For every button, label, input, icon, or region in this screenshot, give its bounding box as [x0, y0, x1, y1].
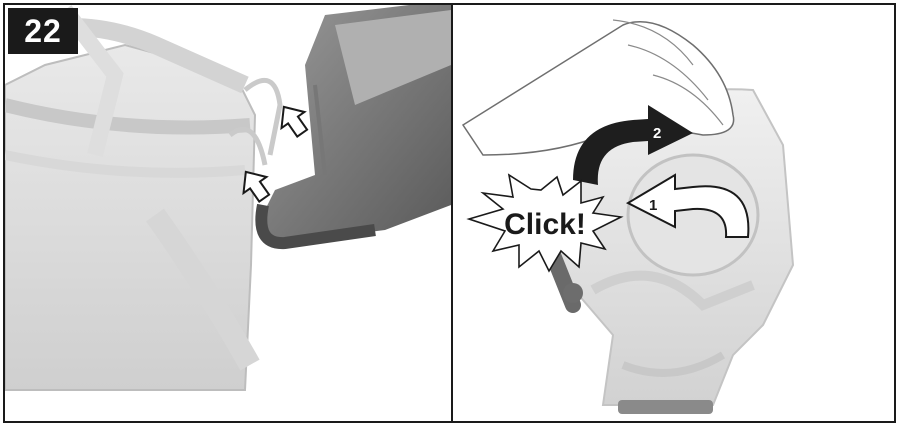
- instruction-figure: 22: [3, 3, 896, 423]
- step-label-1: 1: [649, 197, 657, 214]
- step-label-2: 2: [653, 125, 661, 142]
- panel-right: 2 1 Click!: [453, 5, 896, 421]
- step-number-badge: 22: [8, 8, 78, 54]
- left-illustration: [5, 5, 451, 421]
- panel-left: 22: [5, 5, 451, 421]
- click-label: Click!: [504, 208, 586, 241]
- bin-rim-illustration: [5, 10, 280, 390]
- right-illustration: 2 1 Click!: [453, 5, 896, 421]
